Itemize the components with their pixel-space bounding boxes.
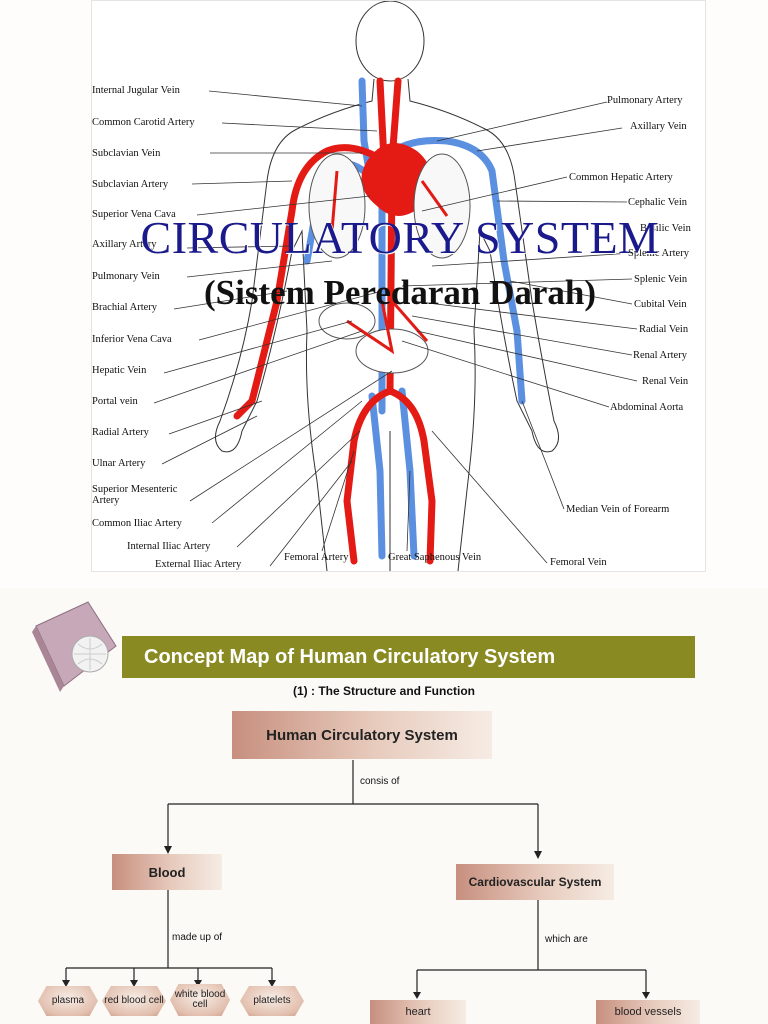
node-red-blood-cell: red blood cell — [102, 986, 166, 1016]
node-blood-vessels: blood vessels — [596, 1000, 700, 1024]
node-plasma: plasma — [38, 986, 98, 1016]
label-great-saphenous-vein: Great Saphenous Vein — [388, 552, 481, 563]
link-consis-of: consis of — [360, 776, 399, 787]
circulatory-diagram-slide: Internal Jugular Vein Common Carotid Art… — [91, 0, 706, 572]
label-radial-vein: Radial Vein — [639, 324, 688, 335]
label-external-iliac-artery: External Iliac Artery — [155, 559, 241, 570]
label-median-vein-of-forearm: Median Vein of Forearm — [566, 504, 669, 515]
label-common-hepatic-artery: Common Hepatic Artery — [569, 172, 673, 183]
decorative-cube-icon — [32, 602, 116, 692]
label-cephalic-vein: Cephalic Vein — [628, 197, 687, 208]
link-made-up-of: made up of — [172, 932, 222, 943]
slide-subtitle: (Sistem Peredaran Darah) — [80, 273, 720, 313]
label-subclavian-vein: Subclavian Vein — [92, 148, 160, 159]
label-internal-iliac-artery: Internal Iliac Artery — [127, 541, 210, 552]
node-human-circulatory-system: Human Circulatory System — [232, 711, 492, 759]
label-inferior-vena-cava: Inferior Vena Cava — [92, 334, 172, 345]
link-which-are: which are — [545, 934, 588, 945]
label-femoral-artery: Femoral Artery — [284, 552, 348, 563]
label-renal-artery: Renal Artery — [633, 350, 687, 361]
label-portal-vein: Portal vein — [92, 396, 138, 407]
label-axillary-vein: Axillary Vein — [630, 121, 687, 132]
node-platelets: platelets — [240, 986, 304, 1016]
label-ulnar-artery: Ulnar Artery — [92, 458, 145, 469]
concept-map-slide: Concept Map of Human Circulatory System … — [0, 588, 768, 1024]
node-white-blood-cell: white blood cell — [170, 984, 230, 1016]
label-superior-mesenteric-artery: Superior Mesenteric Artery — [92, 484, 202, 506]
label-common-carotid-artery: Common Carotid Artery — [92, 117, 195, 128]
label-hepatic-vein: Hepatic Vein — [92, 365, 146, 376]
label-common-iliac-artery: Common Iliac Artery — [92, 518, 182, 529]
label-pulmonary-artery: Pulmonary Artery — [607, 95, 683, 106]
concept-map-subtitle: (1) : The Structure and Function — [0, 684, 768, 698]
label-femoral-vein: Femoral Vein — [550, 557, 607, 568]
label-radial-artery: Radial Artery — [92, 427, 149, 438]
concept-map-banner: Concept Map of Human Circulatory System — [122, 636, 695, 678]
node-blood: Blood — [112, 854, 222, 890]
node-cardiovascular-system: Cardiovascular System — [456, 864, 614, 900]
label-internal-jugular-vein: Internal Jugular Vein — [92, 85, 180, 96]
label-abdominal-aorta: Abdominal Aorta — [610, 402, 683, 413]
slide-title: CIRCULATORY SYSTEM — [80, 213, 720, 263]
label-renal-vein: Renal Vein — [642, 376, 688, 387]
label-subclavian-artery: Subclavian Artery — [92, 179, 168, 190]
node-heart: heart — [370, 1000, 466, 1024]
